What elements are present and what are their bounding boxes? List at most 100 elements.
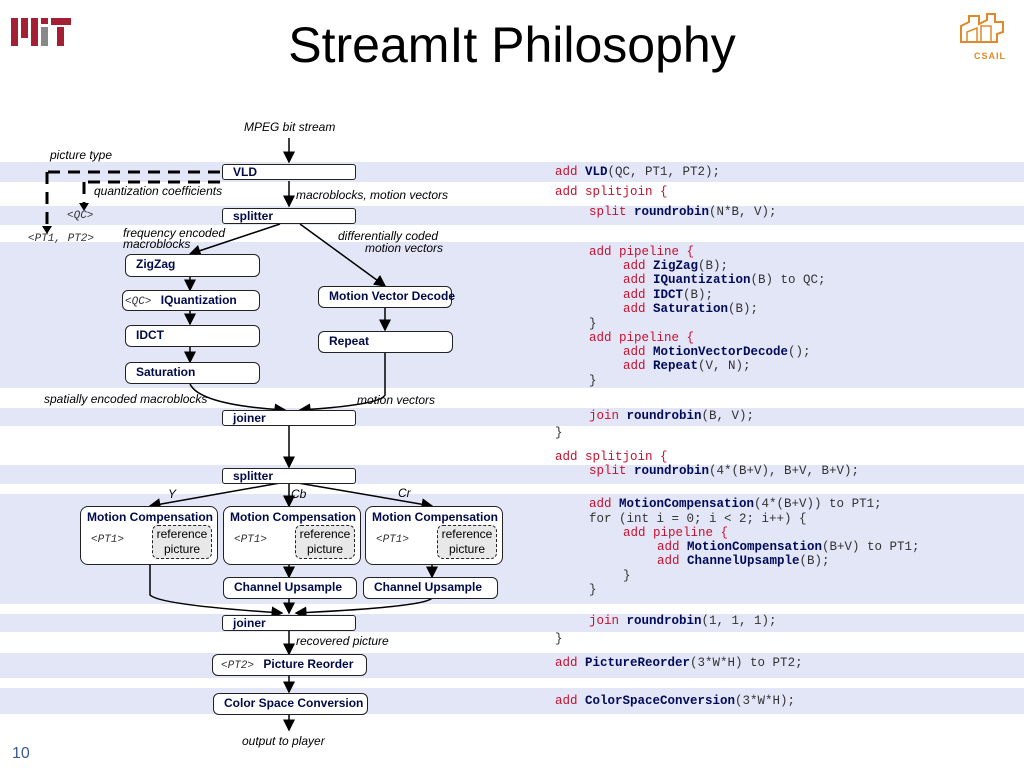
freq-encoded-label-2: macroblocks [123,237,191,251]
qc-tag: <QC> [67,210,94,222]
code-token: (N*B, V); [709,205,777,219]
code-token: MotionVectorDecode [653,345,789,359]
page-number: 10 [12,745,30,762]
code-line: add Saturation(B); [623,302,758,316]
mit-logo [11,14,77,55]
code-token: VLD [585,165,608,179]
code-token: (3*W*H) to PT2; [690,656,803,670]
code-token: (V, N); [698,359,751,373]
picture-type-label: picture type [50,148,113,162]
code-line: add pipeline { [589,331,694,345]
code-token: (B); [698,259,729,273]
code-token: } [555,632,563,646]
motion-compensation-label: Motion Compensation [230,510,356,524]
vld-box: VLD [222,164,356,180]
code-token: IDCT [653,288,684,302]
saturation-box: Saturation [125,362,260,384]
code-line: add ZigZag(B); [623,259,728,273]
diff-coded-label-2: motion vectors [365,241,444,255]
csail-logo [957,12,1013,55]
code-token: add [623,273,654,287]
code-token: add pipeline { [589,331,695,345]
splitter-box: splitter [222,208,356,224]
code-line: } [589,374,597,388]
code-token: MotionCompensation [687,540,823,554]
code-line: add VLD(QC, PT1, PT2); [555,165,720,179]
code-line: add splitjoin { [555,185,668,199]
code-line: add ChannelUpsample(B); [657,554,830,568]
code-token: ChannelUpsample [687,554,800,568]
code-token: for (int i = 0; i < 2; i++) { [589,512,807,526]
code-token: add [555,165,586,179]
channel-upsample-box-cr: Channel Upsample [363,577,498,599]
code-token: (4*(B+V)) to PT1; [754,497,882,511]
code-line: add IDCT(B); [623,288,713,302]
picture-reorder-label: Picture Reorder [263,657,354,671]
quantization-coefficients-label: quantization coefficients [94,184,223,198]
code-token: ColorSpaceConversion [585,694,736,708]
code-token: add pipeline { [623,526,729,540]
code-token: (B, V); [701,409,755,423]
code-token: Saturation [653,302,729,316]
channel-upsample-box-cb: Channel Upsample [223,577,357,599]
code-token: (); [788,345,811,359]
pt-tag: <PT1, PT2> [28,233,95,245]
code-token: join [589,409,627,423]
code-line: } [589,583,597,597]
color-space-conversion-box: Color Space Conversion [213,693,368,715]
code-line: split roundrobin(4*(B+V), B+V, B+V); [589,464,859,478]
code-token: add splitjoin { [555,185,668,199]
code-line: add pipeline { [589,245,694,259]
code-line: add splitjoin { [555,450,668,464]
picture-reorder-box: <PT2> Picture Reorder [212,654,367,676]
code-line: } [589,317,597,331]
spatially-encoded-label: spatially encoded macroblocks [44,392,208,406]
motion-compensation-label: Motion Compensation [87,510,213,524]
code-line: add Repeat(V, N); [623,359,751,373]
code-token: roundrobin [626,614,702,628]
cr-label: Cr [398,486,411,500]
code-line: } [623,569,631,583]
motion-compensation-label: Motion Compensation [372,510,498,524]
reference-picture-box: reference picture [437,525,497,559]
code-token: (4*(B+V), B+V, B+V); [709,464,860,478]
code-token: (B+V) to PT1; [822,540,920,554]
reference-picture-box: reference picture [152,525,212,559]
code-token: add [623,359,654,373]
code-line: } [555,426,563,440]
idct-box: IDCT [125,325,260,347]
slide-title: StreamIt Philosophy [288,17,736,73]
code-line: split roundrobin(N*B, V); [589,205,777,219]
output-to-player-label: output to player [242,734,325,748]
code-token: (QC, PT1, PT2); [607,165,721,179]
code-token: PictureReorder [585,656,691,670]
joiner-box-2: joiner [222,615,356,631]
code-token: (B); [683,288,714,302]
code-token: join [589,614,627,628]
code-token: } [589,583,597,597]
macroblocks-motion-vectors-label: macroblocks, motion vectors [296,188,449,202]
code-token: (B); [799,554,830,568]
code-token: } [623,569,631,583]
code-line: add pipeline { [623,526,728,540]
pt1-tag: <PT1> [234,534,268,546]
joiner-box: joiner [222,410,356,426]
code-line: add MotionVectorDecode(); [623,345,811,359]
code-line: add PictureReorder(3*W*H) to PT2; [555,656,803,670]
code-line: add IQuantization(B) to QC; [623,273,826,287]
row-band [0,688,1024,714]
code-token: add [589,497,620,511]
code-token: } [589,317,597,331]
iquantization-box: <QC> IQuantization [122,290,260,311]
pt1-tag: <PT1> [376,534,410,546]
code-token: add [623,288,654,302]
pt1-tag: <PT1> [91,534,125,546]
code-line: add MotionCompensation(4*(B+V)) to PT1; [589,497,882,511]
code-token: (B) to QC; [750,273,826,287]
code-token: add [555,694,586,708]
code-token: (1, 1, 1); [701,614,777,628]
iquantization-label: IQuantization [160,293,237,307]
motion-compensation-cr: Motion Compensation <PT1> reference pict… [365,506,503,565]
qc-box-tag: <QC> [125,296,152,308]
